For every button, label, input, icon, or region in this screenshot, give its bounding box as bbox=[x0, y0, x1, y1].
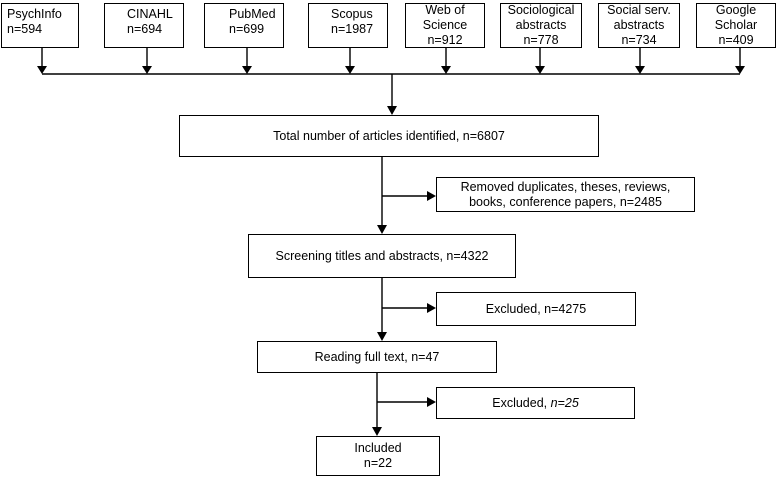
source-count: n=912 bbox=[427, 33, 463, 47]
source-box-google-scholar: Google Scholar n=409 bbox=[696, 3, 776, 48]
source-count: n=1987 bbox=[331, 22, 374, 36]
included-count: n=22 bbox=[363, 456, 393, 470]
source-box-scopus: Scopus n=1987 bbox=[308, 3, 388, 48]
source-count: n=594 bbox=[7, 22, 43, 36]
excluded-label-2: Excluded, bbox=[492, 395, 551, 410]
source-name: PsychInfo bbox=[7, 7, 62, 21]
source-count: n=734 bbox=[621, 33, 657, 47]
screening-box: Screening titles and abstracts, n=4322 bbox=[248, 234, 516, 278]
source-name: Sociological abstracts bbox=[507, 3, 575, 32]
source-count: n=778 bbox=[523, 33, 559, 47]
fulltext-text: Reading full text, n=47 bbox=[314, 349, 440, 364]
source-name: Web of Science bbox=[422, 3, 468, 32]
excluded-box-1: Excluded, n=4275 bbox=[436, 292, 636, 326]
screening-text: Screening titles and abstracts, n=4322 bbox=[275, 248, 489, 263]
total-identified-text: Total number of articles identified, n=6… bbox=[273, 128, 505, 143]
excluded-count-2: n=25 bbox=[550, 395, 579, 410]
source-box-psychinfo: PsychInfo n=594 bbox=[1, 3, 79, 48]
source-count: n=699 bbox=[229, 22, 265, 36]
source-count: n=694 bbox=[127, 22, 163, 36]
source-name: Scopus bbox=[331, 7, 373, 21]
source-name: Social serv. abstracts bbox=[607, 3, 671, 32]
included-label: Included bbox=[354, 441, 402, 455]
excluded-box-2: Excluded, n=25 bbox=[436, 387, 635, 419]
excluded-text-1: Excluded, n=4275 bbox=[485, 301, 587, 316]
removed-box: Removed duplicates, theses, reviews, boo… bbox=[436, 177, 695, 212]
included-box: Included n=22 bbox=[316, 436, 440, 476]
source-count: n=409 bbox=[718, 33, 754, 47]
source-name: Google Scholar bbox=[714, 3, 758, 32]
source-name: CINAHL bbox=[127, 7, 173, 21]
source-box-web-of-science: Web of Science n=912 bbox=[405, 3, 485, 48]
source-box-sociological-abstracts: Sociological abstracts n=778 bbox=[500, 3, 582, 48]
fulltext-box: Reading full text, n=47 bbox=[257, 341, 497, 373]
removed-line1: Removed duplicates, theses, reviews, bbox=[460, 179, 671, 194]
removed-line2: books, conference papers, n=2485 bbox=[469, 194, 662, 209]
source-box-cinahl: CINAHL n=694 bbox=[104, 3, 184, 48]
source-box-pubmed: PubMed n=699 bbox=[204, 3, 284, 48]
source-name: PubMed bbox=[229, 7, 276, 21]
source-box-social-serv-abstracts: Social serv. abstracts n=734 bbox=[598, 3, 680, 48]
total-identified-box: Total number of articles identified, n=6… bbox=[179, 115, 599, 157]
